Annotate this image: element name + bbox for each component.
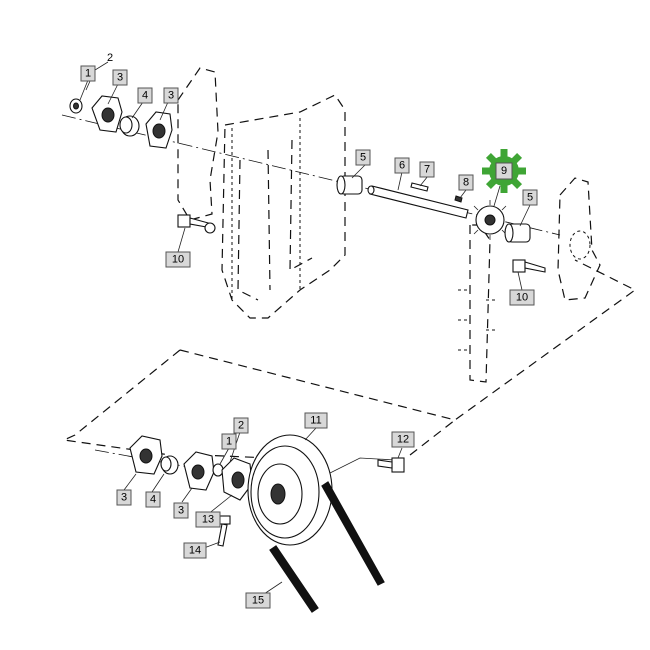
svg-text:10: 10	[516, 292, 528, 304]
svg-text:2: 2	[107, 52, 113, 64]
callout-4-lower[interactable]: 4	[145, 491, 161, 508]
svg-text:5: 5	[360, 152, 366, 164]
lower-frame	[61, 259, 637, 459]
flange-part-3-lower-right	[183, 451, 215, 491]
svg-text:10: 10	[172, 254, 184, 266]
callout-5-right[interactable]: 5	[522, 189, 538, 206]
callout-9-highlighted[interactable]: 9	[482, 149, 526, 193]
callout-3-upper-left[interactable]: 3	[112, 69, 128, 86]
svg-text:14: 14	[189, 545, 201, 557]
svg-text:1: 1	[226, 436, 232, 448]
nut-part-1-upper	[69, 98, 83, 114]
svg-text:11: 11	[310, 415, 321, 427]
svg-text:3: 3	[121, 492, 127, 504]
flange-part-3-upper-left	[91, 95, 123, 133]
bushing-part-5-right	[504, 223, 531, 243]
callout-13[interactable]: 13	[195, 511, 221, 528]
callout-10-left[interactable]: 10	[165, 251, 191, 268]
svg-text:9: 9	[501, 165, 507, 177]
callout-3-lower-left[interactable]: 3	[116, 489, 132, 506]
svg-text:4: 4	[150, 494, 156, 506]
svg-text:12: 12	[397, 434, 409, 446]
callout-7[interactable]: 7	[419, 161, 435, 178]
callout-2-upper[interactable]: 2	[107, 52, 113, 64]
callouts: 1 2 3 4 3 5 6 7 8	[80, 52, 538, 609]
callout-11[interactable]: 11	[304, 412, 328, 429]
svg-text:2: 2	[238, 420, 244, 432]
svg-text:7: 7	[424, 164, 430, 176]
upper-parts	[69, 95, 546, 273]
callout-8[interactable]: 8	[458, 174, 474, 191]
svg-text:1: 1	[85, 68, 91, 80]
svg-text:3: 3	[178, 505, 184, 517]
flange-part-3-upper-right	[145, 111, 173, 149]
bolt-part-10-right	[512, 259, 546, 273]
svg-text:15: 15	[252, 595, 264, 607]
callout-3-lower-right[interactable]: 3	[173, 502, 189, 519]
callout-10-right[interactable]: 10	[509, 289, 535, 306]
svg-text:3: 3	[117, 72, 123, 84]
svg-text:13: 13	[202, 514, 214, 526]
bearing-part-4-upper	[119, 115, 140, 137]
bushing-part-5-left	[336, 175, 363, 195]
callout-1-upper[interactable]: 1	[80, 65, 96, 82]
bolt-part-10-left	[177, 214, 216, 234]
callout-5-left[interactable]: 5	[355, 149, 371, 166]
sprocket-part-9	[473, 200, 507, 240]
flange-part-3-lower-left	[129, 435, 163, 475]
callout-14[interactable]: 14	[183, 542, 207, 559]
callout-3-upper-right[interactable]: 3	[163, 87, 179, 104]
svg-text:4: 4	[142, 90, 148, 102]
belt-part-15	[269, 481, 385, 613]
hub-part-13	[221, 457, 253, 501]
callout-4-upper[interactable]: 4	[137, 87, 153, 104]
key-part-7	[410, 182, 429, 192]
callout-12[interactable]: 12	[391, 431, 415, 448]
svg-text:6: 6	[399, 160, 405, 172]
lower-parts	[129, 434, 405, 613]
svg-text:3: 3	[168, 90, 174, 102]
svg-text:8: 8	[463, 177, 469, 189]
callout-1-lower[interactable]: 1	[221, 433, 237, 450]
shaft-part-6	[367, 185, 469, 219]
gear-icon	[482, 149, 526, 193]
callout-6[interactable]: 6	[394, 157, 410, 174]
callout-2-lower[interactable]: 2	[233, 417, 249, 434]
svg-text:5: 5	[527, 192, 533, 204]
pulley-part-11	[247, 434, 333, 546]
callout-15[interactable]: 15	[245, 592, 271, 609]
bearing-part-4-lower	[160, 455, 179, 475]
upper-frame	[177, 67, 601, 383]
